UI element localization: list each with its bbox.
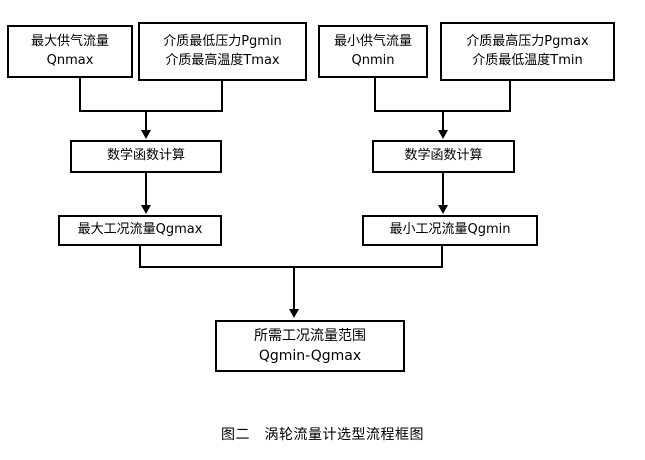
node-label-line2: Qnmax — [46, 52, 94, 68]
node-label-line1: 最大工况流量Qgmax — [77, 222, 203, 238]
connector-bottom-merge-bar — [139, 266, 443, 268]
node-max-pressure-min-temp: 介质最高压力Pgmax 介质最低温度Tmin — [440, 22, 615, 81]
arrowhead-into-math-left — [141, 130, 151, 139]
node-label-line1: 最小供气流量 — [333, 33, 412, 49]
connector-qnmin-drop — [374, 78, 376, 112]
connector-pgmax-drop — [509, 81, 511, 112]
node-math-calculation-left: 数学函数计算 — [70, 140, 222, 173]
arrowhead-into-math-right — [438, 130, 448, 139]
node-label-line1: 介质最高压力Pgmax — [466, 33, 589, 49]
connector-bottom-merge-stem — [293, 266, 295, 311]
node-label-line2: Qnmin — [351, 52, 395, 68]
node-label-line1: 最小工况流量Qgmin — [389, 222, 511, 238]
arrowhead-into-qgmin — [438, 205, 448, 214]
arrowhead-into-final — [289, 309, 299, 318]
node-label-line2: 介质最低温度Tmin — [472, 52, 583, 68]
connector-left-merge-stem — [145, 110, 147, 132]
node-min-pressure-max-temp: 介质最低压力Pgmin 介质最高温度Tmax — [138, 22, 307, 81]
connector-qgmax-drop — [139, 246, 141, 268]
node-min-working-flow: 最小工况流量Qgmin — [362, 215, 538, 246]
connector-right-merge-stem — [442, 110, 444, 132]
connector-math-left-to-qgmax — [145, 173, 147, 207]
node-label-line1: 所需工况流量范围 — [254, 327, 366, 344]
node-label-line1: 数学函数计算 — [106, 148, 185, 164]
node-max-working-flow: 最大工况流量Qgmax — [58, 215, 222, 246]
node-label-line1: 最大供气流量 — [30, 33, 109, 49]
node-max-supply-flow: 最大供气流量 Qnmax — [7, 25, 133, 78]
node-label-line1: 介质最低压力Pgmin — [163, 33, 282, 49]
connector-left-merge-bar — [79, 110, 223, 112]
connector-pgmin-drop — [221, 81, 223, 112]
node-min-supply-flow: 最小供气流量 Qnmin — [318, 25, 428, 78]
node-required-flow-range: 所需工况流量范围 Qgmin-Qgmax — [215, 320, 405, 372]
connector-math-right-to-qgmin — [442, 173, 444, 207]
node-label-line2: Qgmin-Qgmax — [258, 348, 362, 364]
figure-caption: 图二 涡轮流量计选型流程框图 — [221, 427, 424, 443]
node-math-calculation-right: 数学函数计算 — [372, 140, 515, 173]
arrowhead-into-qgmax — [141, 205, 151, 214]
node-label-line1: 数学函数计算 — [404, 148, 483, 164]
connector-qgmin-drop — [441, 246, 443, 268]
node-label-line2: 介质最高温度Tmax — [165, 52, 280, 68]
connector-qnmax-drop — [79, 78, 81, 112]
